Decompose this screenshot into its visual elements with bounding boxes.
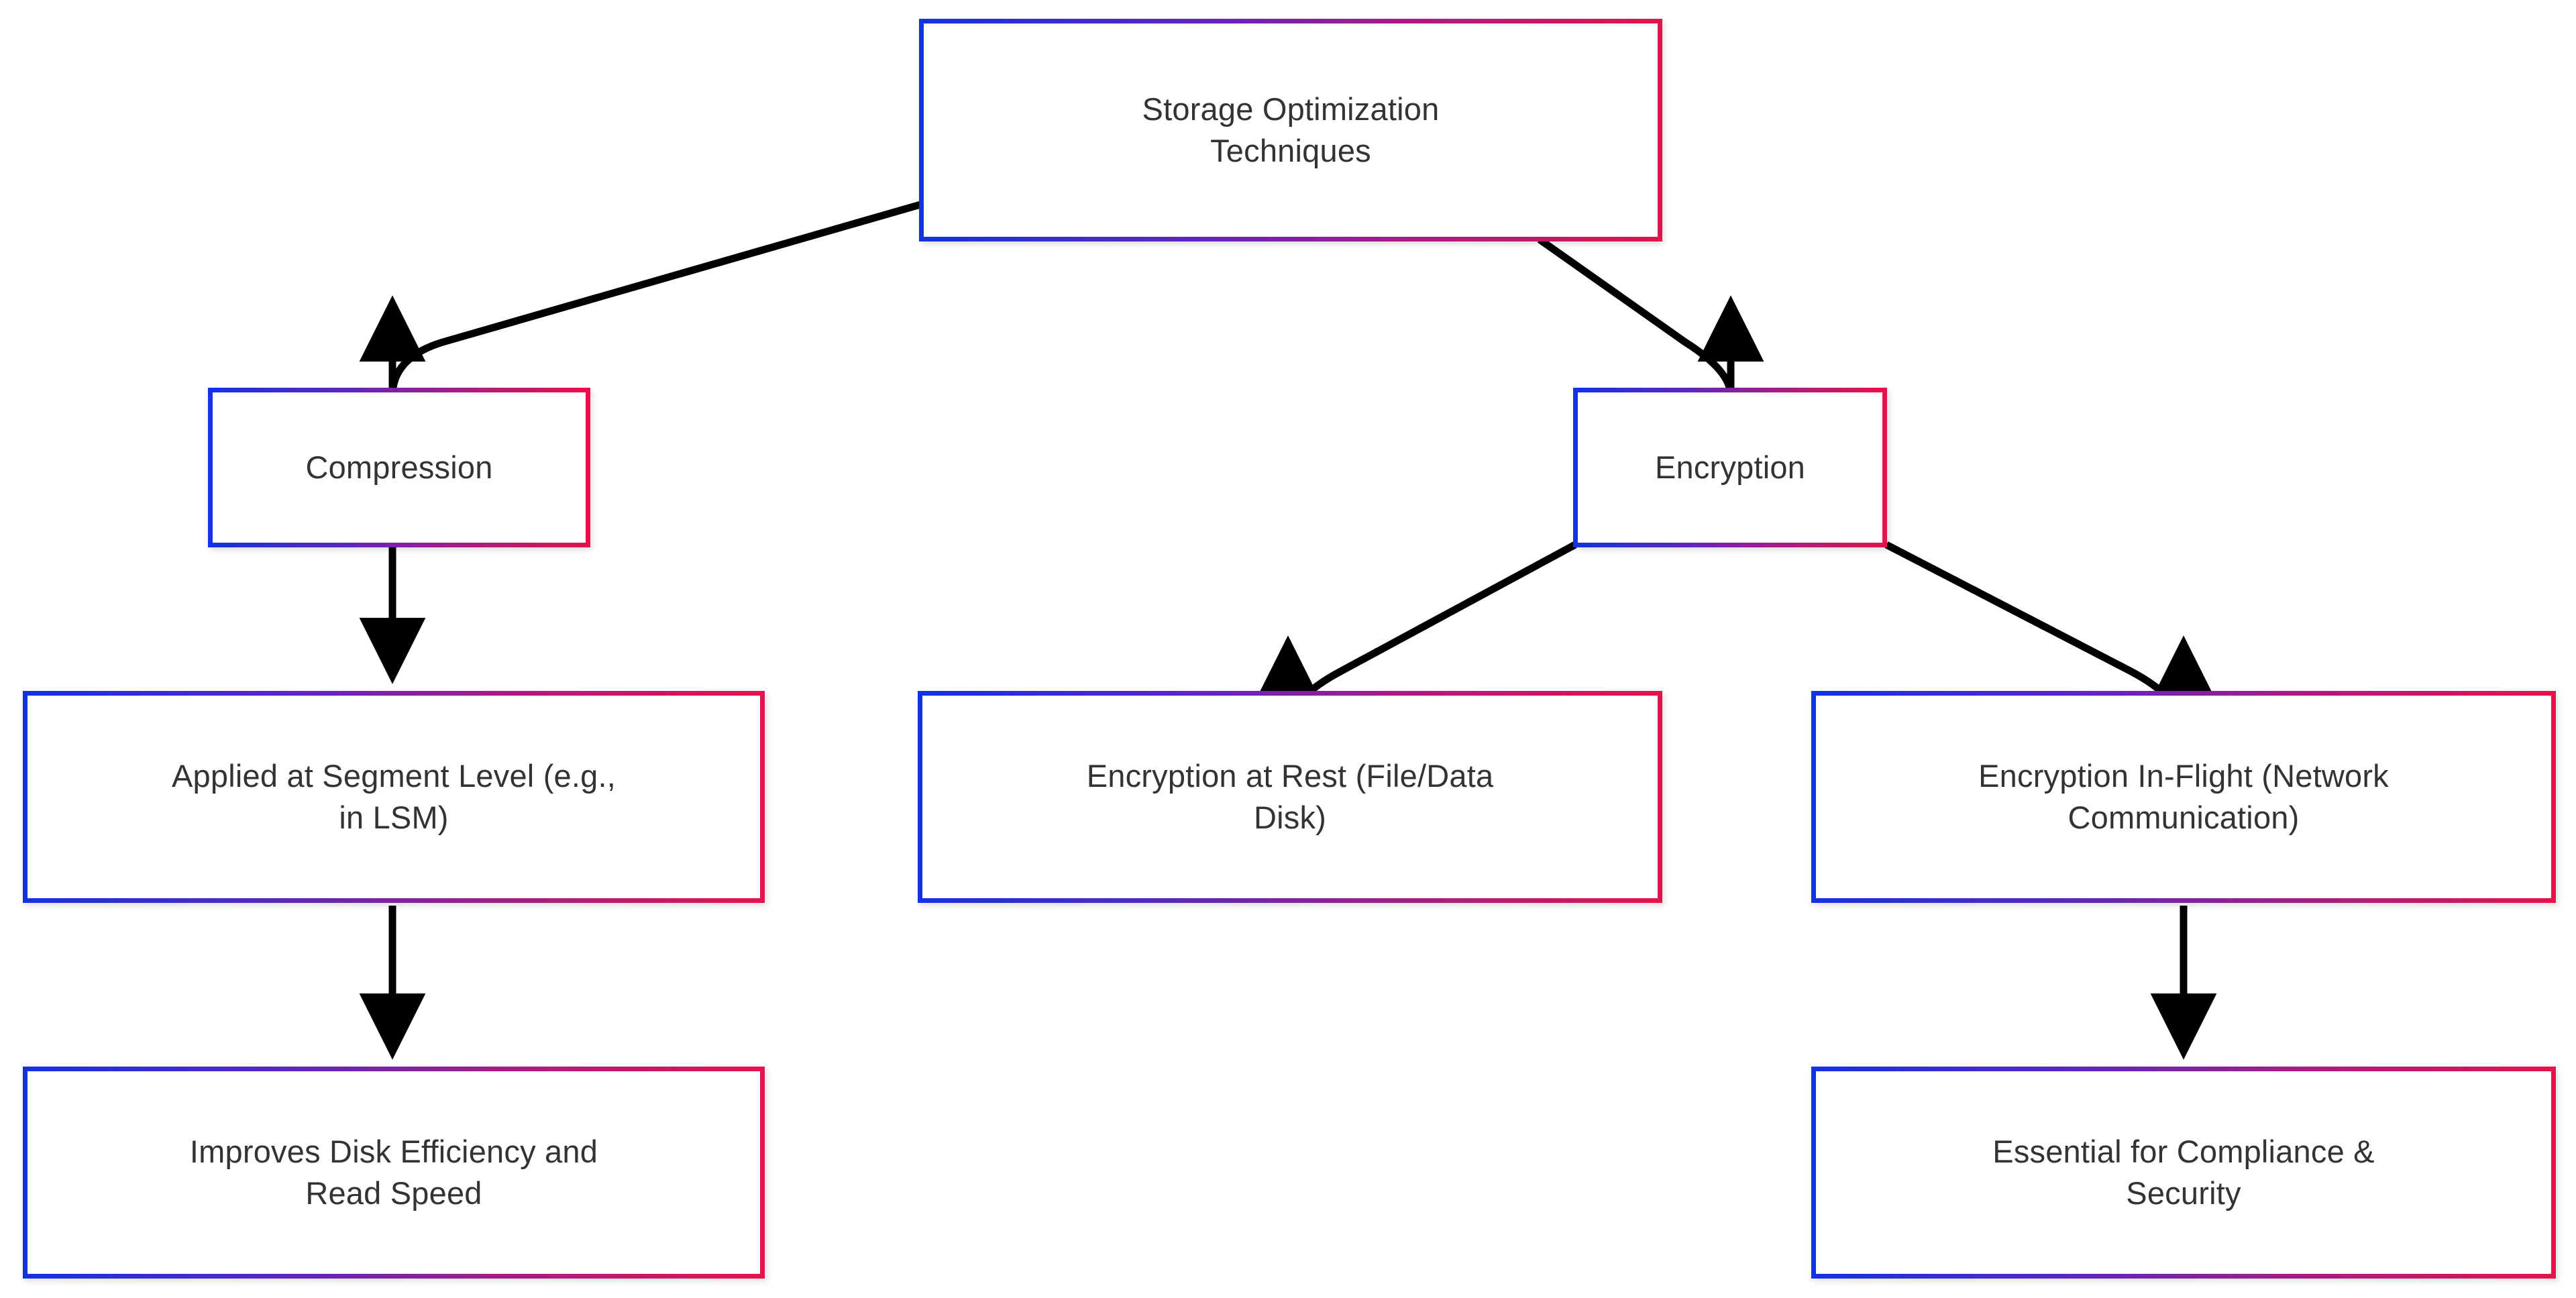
node-encryption-at-rest[interactable]: Encryption at Rest (File/Data Disk)	[918, 691, 1662, 903]
node-improves-disk-efficiency[interactable]: Improves Disk Efficiency and Read Speed	[23, 1067, 765, 1279]
edge-root-to-compression	[359, 201, 922, 396]
node-label: Applied at Segment Level (e.g., in LSM)	[172, 757, 616, 836]
node-label: Encryption	[1654, 449, 1806, 485]
node-label: Encryption In-Flight (Network Communicat…	[1978, 757, 2389, 836]
node-label: Compression	[305, 449, 493, 485]
node-label: Essential for Compliance & Security	[1992, 1133, 2375, 1211]
node-label: Encryption at Rest (File/Data Disk)	[1086, 757, 1494, 836]
node-encryption-in-flight[interactable]: Encryption In-Flight (Network Communicat…	[1811, 691, 2556, 903]
node-encryption[interactable]: Encryption	[1573, 388, 1887, 547]
node-storage-optimization-techniques[interactable]: Storage Optimization Techniques	[919, 19, 1662, 241]
node-compression[interactable]: Compression	[208, 388, 590, 547]
edge-root-to-encryption	[1537, 236, 1764, 396]
node-essential-for-compliance[interactable]: Essential for Compliance & Security	[1811, 1067, 2556, 1279]
node-applied-at-segment-level[interactable]: Applied at Segment Level (e.g., in LSM)	[23, 691, 765, 903]
node-label: Improves Disk Efficiency and Read Speed	[189, 1133, 598, 1211]
node-label: Storage Optimization Techniques	[1142, 91, 1440, 169]
